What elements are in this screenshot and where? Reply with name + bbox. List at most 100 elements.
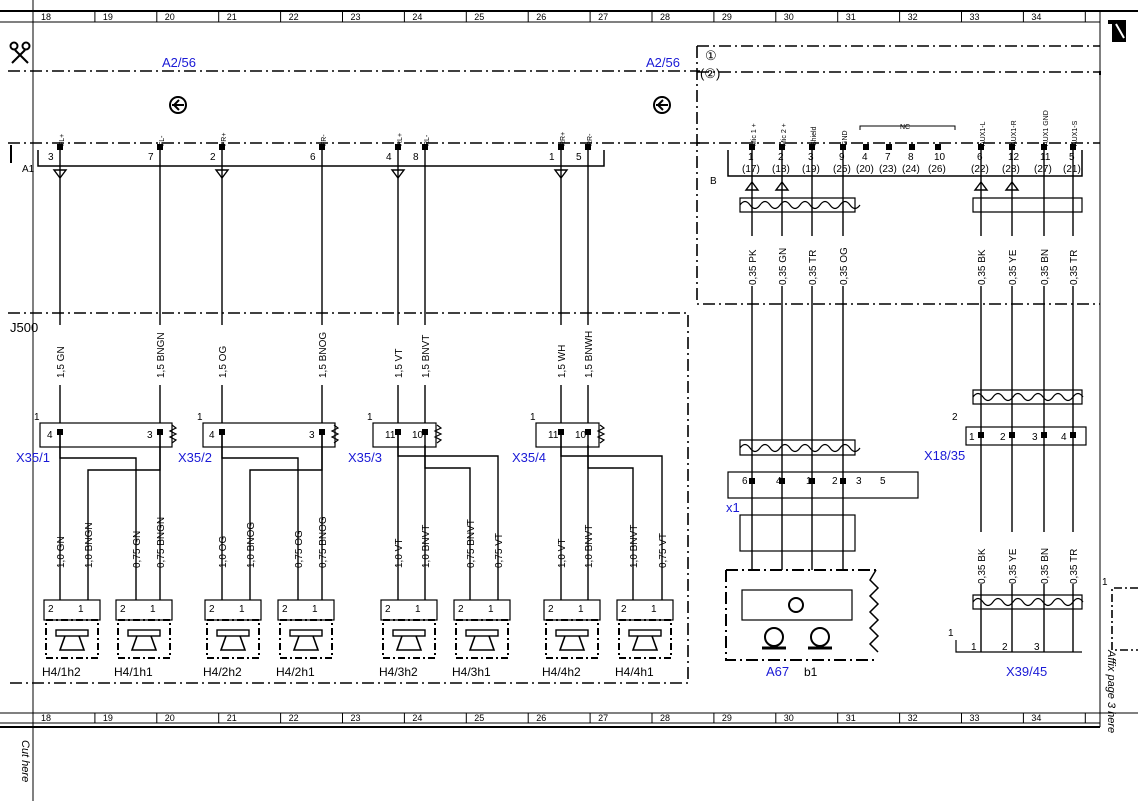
wire-label-bg <box>1038 532 1050 584</box>
wire-label-bg <box>1067 532 1079 584</box>
wire-label: 0,75 BNOG <box>318 516 329 568</box>
pin-number: 3 <box>48 152 54 163</box>
wire-label: 0,35 OG <box>839 247 850 285</box>
speaker-label: H4/1h1 <box>114 665 153 679</box>
pin-alt-number: (23) <box>879 164 897 175</box>
pin-number: 1 <box>549 152 555 163</box>
ruler-col-bottom: 33 <box>970 713 980 723</box>
wire-label: 0,35 BK <box>977 548 988 584</box>
wire-label: 1,5 GN <box>56 346 67 378</box>
wire-label: 0,35 BN <box>1040 548 1051 584</box>
pin-number: 7 <box>885 152 891 163</box>
connector-pin-number: 3 <box>1032 432 1038 443</box>
ruler-col-top: 29 <box>722 12 732 22</box>
pin-number: 3 <box>808 152 814 163</box>
wire-label: 1,0 OG <box>218 536 229 568</box>
bracket-number-2: 1 <box>197 412 203 423</box>
pin-terminal <box>909 144 915 150</box>
ruler-col-bottom: 30 <box>784 713 794 723</box>
wire-label: 1,5 WH <box>557 345 568 378</box>
pin-number: 2 <box>778 152 784 163</box>
ruler-col-bottom: 23 <box>351 713 361 723</box>
speaker-pin: 1 <box>415 604 421 615</box>
connector-terminal <box>809 478 815 484</box>
ruler-col-bottom: 32 <box>908 713 918 723</box>
connector-terminal <box>749 478 755 484</box>
pin-signal-label: FL- <box>159 135 166 146</box>
resistor-symbol <box>596 424 606 444</box>
pin-alt-number: (18) <box>772 164 790 175</box>
pin-terminal <box>57 144 63 150</box>
wire-label: 1,0 GN <box>56 536 67 568</box>
pin-alt-number: (26) <box>928 164 946 175</box>
speaker-pin: 2 <box>282 604 288 615</box>
ruler-col-top: 26 <box>536 12 546 22</box>
wire-label: 0,35 GN <box>778 248 789 285</box>
pin-signal-label: GND <box>842 130 849 146</box>
connector-x18-35 <box>965 426 1087 446</box>
ruler-col-top: 24 <box>412 12 422 22</box>
pin-signal-label: Shield <box>811 126 818 146</box>
speaker-pin: 2 <box>548 604 554 615</box>
wire-label-bg <box>1006 532 1018 584</box>
affix-note: Affix page 3 here <box>1105 649 1117 733</box>
wire-label: 0,75 BNGN <box>156 517 167 568</box>
pin-terminal <box>809 144 815 150</box>
cut-here-note: Cut here <box>19 740 31 782</box>
speaker-label: H4/2h1 <box>276 665 315 679</box>
wire-label-bg <box>776 236 788 286</box>
module-boundaries <box>8 45 1100 684</box>
pin-number: 6 <box>977 152 983 163</box>
pin-alt-number: (20) <box>856 164 874 175</box>
speaker-pin: 1 <box>239 604 245 615</box>
bracket-number-5: 2 <box>952 412 958 423</box>
pin-terminal <box>319 144 325 150</box>
wire-label-bg <box>154 325 166 385</box>
wire-label-bg <box>316 325 328 385</box>
wire-label: 1,0 VT <box>394 539 405 568</box>
wire-label: 0,35 TR <box>1069 250 1080 285</box>
connector-b <box>727 150 1083 177</box>
bracket-number-3: 1 <box>367 412 373 423</box>
ruler-col-top: 28 <box>660 12 670 22</box>
wire-label: 0,75 OG <box>294 530 305 568</box>
mic-module-label: A67 <box>766 664 789 679</box>
connector-terminal <box>779 478 785 484</box>
connector-pin-number: 11 <box>548 430 559 441</box>
wire-label: 0,75 GN <box>132 531 143 568</box>
speaker-pin: 1 <box>651 604 657 615</box>
connector-a1 <box>10 145 605 167</box>
wire-label: 0,35 BK <box>977 249 988 285</box>
pin-signal-label: AUX1-L <box>980 121 987 146</box>
wire-label: 0,75 BNVT <box>466 519 477 568</box>
connector-terminal <box>978 432 984 438</box>
pin-alt-number: (19) <box>802 164 820 175</box>
speaker-pin: 1 <box>578 604 584 615</box>
connector-x1 <box>727 471 919 499</box>
wire-label-bg <box>216 325 228 385</box>
wire-label: 1,0 BNVT <box>629 525 640 568</box>
speaker-pin: 2 <box>385 604 391 615</box>
pin-number: 8 <box>413 152 419 163</box>
connector-pin-number: 3 <box>856 476 862 487</box>
pin-signal-label: FL+ <box>59 134 66 146</box>
module-code-left: A2/56 <box>162 55 196 70</box>
pin-alt-number: (27) <box>1034 164 1052 175</box>
pin-terminal <box>749 144 755 150</box>
speaker-pin: 1 <box>78 604 84 615</box>
wire-label-bg <box>1006 236 1018 286</box>
connector-pin-number: 10 <box>412 430 424 441</box>
nc-bracket <box>859 125 956 130</box>
speaker-pin: 1 <box>150 604 156 615</box>
speaker-pin: 2 <box>621 604 627 615</box>
pin-alt-number: (17) <box>742 164 760 175</box>
pin-terminal <box>1041 144 1047 150</box>
pin-terminal <box>886 144 892 150</box>
variant-marker-1: ① <box>705 48 717 63</box>
